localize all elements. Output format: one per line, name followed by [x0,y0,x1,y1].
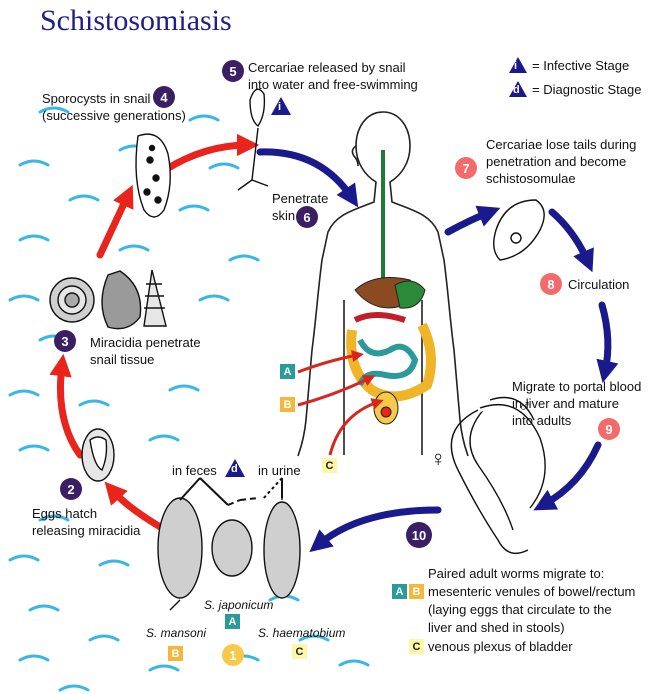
in-urine-label: in urine [258,462,301,479]
paired-label-3: (laying eggs that circulate to the [428,601,612,618]
schistosomulum-icon [494,200,544,260]
migrate-label-1: Migrate to portal blood [512,378,641,395]
marker-b-paired: B [409,584,424,599]
s-haematobium-label: S. haematobium [258,626,345,640]
miracidia-label-2: snail tissue [90,351,154,368]
penetrate-label-2: skin [272,207,295,224]
step-3-badge: 3 [54,330,76,352]
miracidia-label-1: Miracidia penetrate [90,334,201,351]
cercariae-label-1: Cercariae released by snail [248,59,406,76]
male-symbol: ♂ [518,396,532,417]
marker-c-haematobium: C [292,644,307,659]
miracidium-egg-icon [82,429,114,481]
in-feces-label: in feces [172,462,217,479]
marker-c-paired: C [409,639,424,654]
sporocysts-label-2: (successive generations) [42,107,186,124]
diagnostic-marker-symbol: d [231,461,238,478]
infective-stage-legend [508,56,528,79]
sporocyst-icon [136,134,170,217]
step-4-badge: 4 [153,86,175,108]
step-1-badge: 1 [222,644,244,666]
hatch-label-1: Eggs hatch [32,505,97,522]
marker-c-body: C [322,458,337,473]
s-japonicum-label: S. japonicum [204,598,273,612]
diagnostic-symbol: d [513,82,520,99]
lose-tails-label-3: schistosomulae [486,170,576,187]
paired-label-1: Paired adult worms migrate to: [428,565,604,582]
cercariae-label-2: into water and free-swimming [248,76,418,93]
step-8-badge: 8 [540,273,562,295]
marker-a-body: A [280,364,295,379]
step-10-badge: 10 [406,522,432,548]
marker-b-body: B [280,397,295,412]
snail-icon [50,270,166,329]
infective-stage-icon [508,56,528,74]
hatch-label-2: releasing miracidia [32,522,140,539]
infective-marker-symbol: i [278,99,281,116]
penetrate-label-1: Penetrate [272,190,328,207]
infective-symbol: i [514,58,517,75]
page-title: Schistosomiasis [40,4,232,38]
paired-label-5: venous plexus of bladder [428,638,573,655]
marker-a-paired: A [392,584,407,599]
egg-icons [158,492,300,610]
sporocysts-label-1: Sporocysts in snail [42,90,150,107]
step-5-badge: 5 [222,60,244,82]
step-9-badge: 9 [598,418,620,440]
lose-tails-label-1: Cercariae lose tails during [486,136,636,153]
step-6-badge: 6 [296,206,318,228]
female-symbol: ♀ [430,446,447,472]
diagnostic-legend-text: = Diagnostic Stage [532,81,641,98]
s-mansoni-label: S. mansoni [146,626,206,640]
step-2-badge: 2 [60,478,82,500]
step-7-badge: 7 [455,157,477,179]
cercaria-icon [238,89,268,190]
paired-label-2: mesenteric venules of bowel/rectum [428,583,635,600]
circulation-label: Circulation [568,276,629,293]
lose-tails-label-2: penetration and become [486,153,626,170]
marker-b-mansoni: B [168,646,183,661]
infective-legend-text: = Infective Stage [532,57,629,74]
paired-label-4: liver and shed in stools) [428,619,565,636]
marker-a-japonicum: A [225,614,240,629]
